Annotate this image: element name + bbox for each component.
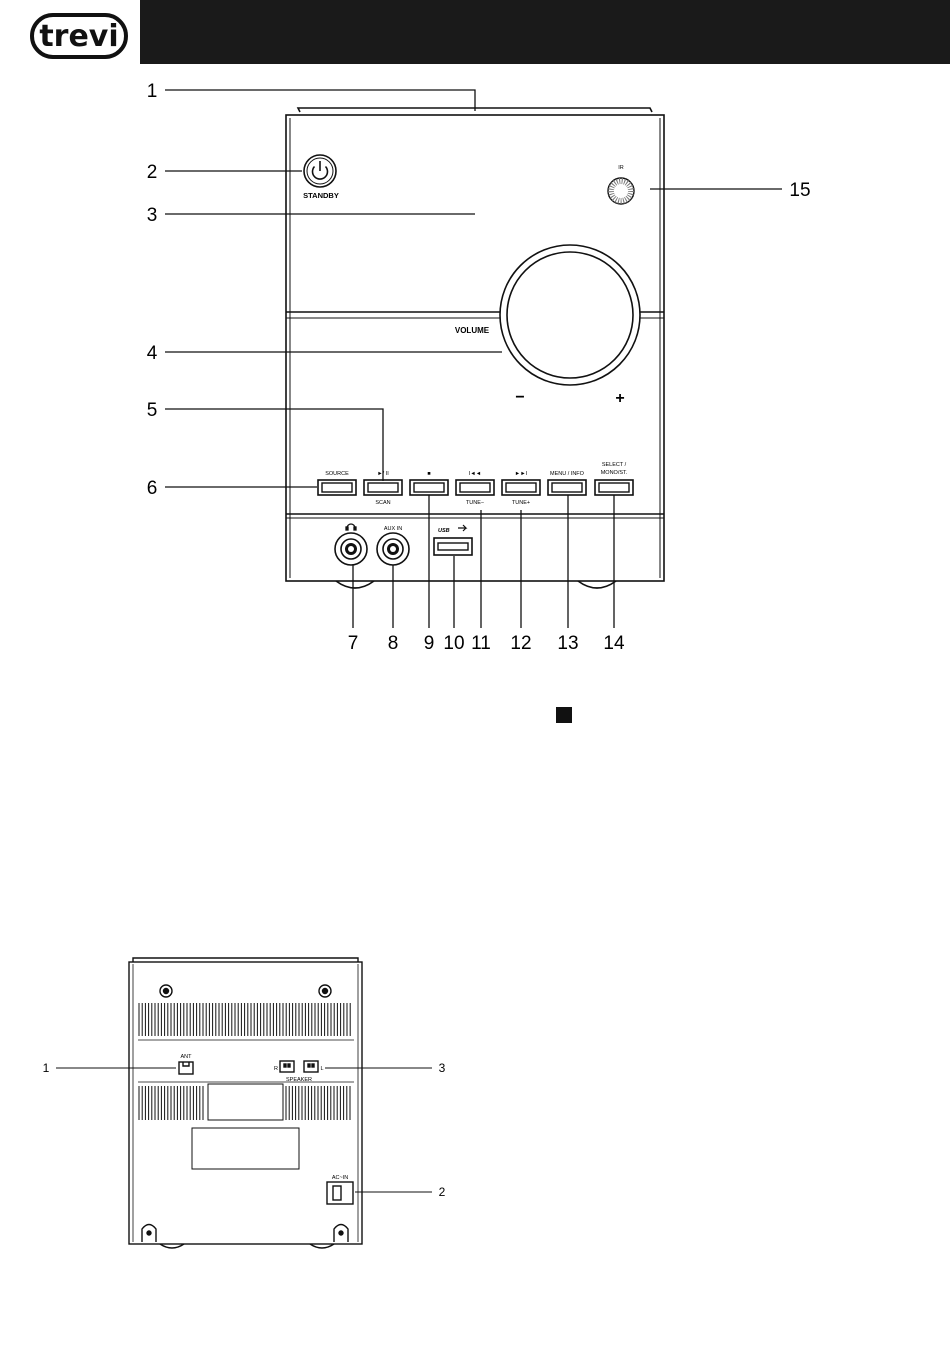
callout-3: 3 xyxy=(147,205,158,226)
front-callout-lines xyxy=(165,90,782,628)
callout-6: 6 xyxy=(147,478,158,499)
panel-button-5-top-label: ►►I xyxy=(515,471,528,477)
rear-callout-lines xyxy=(56,1068,432,1192)
svg-text:USB: USB xyxy=(438,528,450,534)
headphone-icon xyxy=(346,524,356,530)
callout-8: 8 xyxy=(388,633,399,654)
select-label-line2: MONO/ST. xyxy=(601,470,628,476)
ir-label: IR xyxy=(618,165,624,171)
volume-label: VOLUME xyxy=(455,326,490,335)
rear-callout-3: 3 xyxy=(439,1061,446,1075)
panel-button-1[interactable] xyxy=(318,480,356,495)
speaker-r-label: R xyxy=(274,1066,278,1072)
callout-2: 2 xyxy=(147,162,158,183)
aux-in-jack[interactable] xyxy=(377,533,409,565)
ant-label: ANT xyxy=(181,1054,193,1060)
panel-button-4-top-label: I◄◄ xyxy=(469,471,481,477)
panel-button-4-bottom-label: TUNE− xyxy=(466,500,484,506)
front-callout-numbers: 1 2 3 4 5 6 7 8 9 10 11 12 13 14 15 xyxy=(147,81,811,654)
panel-button-4[interactable] xyxy=(456,480,494,495)
speaker-label: SPEAKER xyxy=(286,1077,312,1083)
power-icon xyxy=(313,161,328,179)
callout-12: 12 xyxy=(510,633,531,654)
speaker-l-label: L xyxy=(320,1066,323,1072)
callout-10: 10 xyxy=(443,633,464,654)
callout-11: 11 xyxy=(471,633,491,654)
callout-5: 5 xyxy=(147,400,158,421)
panel-button-2-bottom-label: SCAN xyxy=(375,500,390,506)
callout-1: 1 xyxy=(147,81,158,102)
headphone-jack[interactable] xyxy=(335,533,367,565)
callout-14: 14 xyxy=(603,633,625,654)
callout-9: 9 xyxy=(424,633,435,654)
panel-button-6[interactable] xyxy=(548,480,586,495)
panel-button-2[interactable] xyxy=(364,480,402,495)
panel-button-6-top-label: MENU / INFO xyxy=(550,471,585,477)
rear-callout-2: 2 xyxy=(439,1185,446,1199)
aux-in-label: AUX IN xyxy=(384,526,402,532)
callout-7: 7 xyxy=(348,633,359,654)
standby-button[interactable] xyxy=(304,155,336,187)
panel-button-3[interactable] xyxy=(410,480,448,495)
volume-minus-label: − xyxy=(515,389,524,406)
volume-plus-label: + xyxy=(615,390,624,407)
volume-knob[interactable] xyxy=(500,245,640,385)
callout-13: 13 xyxy=(557,633,578,654)
callout-4: 4 xyxy=(147,343,158,364)
speaker-terminal-l[interactable] xyxy=(304,1061,318,1072)
bullet-square xyxy=(556,707,572,723)
rear-callout-1: 1 xyxy=(43,1061,50,1075)
panel-button-5[interactable] xyxy=(502,480,540,495)
callout-15: 15 xyxy=(789,180,810,201)
ac-in-label: AC~IN xyxy=(332,1175,348,1181)
ac-in-socket[interactable] xyxy=(327,1182,353,1204)
panel-button-5-bottom-label: TUNE+ xyxy=(512,500,530,506)
ir-sensor xyxy=(608,178,634,204)
panel-button-1-top-label: SOURCE xyxy=(325,471,349,477)
usb-port[interactable] xyxy=(434,538,472,555)
usb-logo: USB xyxy=(438,525,466,534)
panel-button-7[interactable] xyxy=(595,480,633,495)
standby-label: STANDBY xyxy=(303,191,339,200)
speaker-terminal-r[interactable] xyxy=(280,1061,294,1072)
panel-button-3-top-label: ■ xyxy=(427,471,430,477)
select-label-line1: SELECT / xyxy=(602,462,627,468)
antenna-connector[interactable] xyxy=(179,1062,193,1074)
